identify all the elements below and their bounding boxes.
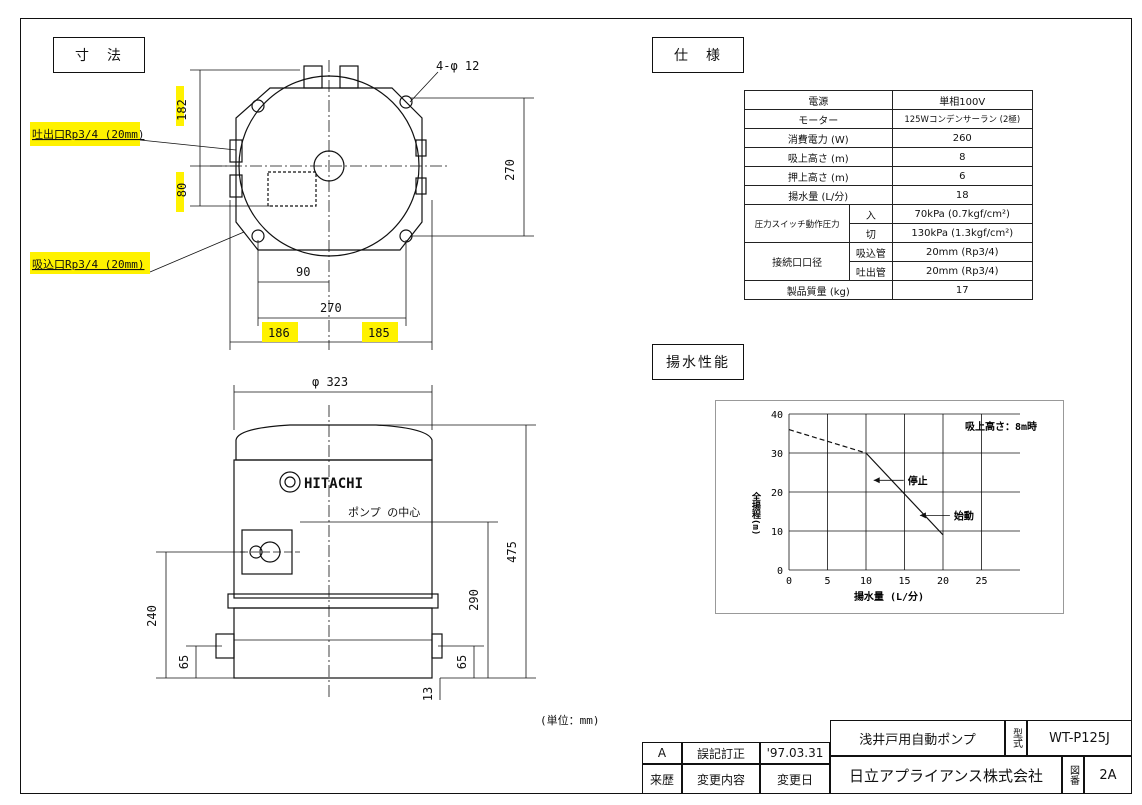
performance-chart: 吸上高さ：8m時 揚水量 (L/分) 全揚程(m) 0 10 20 30 40 0 5 10 1… [750,410,1037,603]
chart-xtick-label: 25 [975,576,987,587]
chart-xtick-label: 10 [860,576,872,587]
drawing-sheet [20,18,1132,794]
performance-label: 揚水性能 [652,344,744,380]
dim-diameter: φ 323 [312,375,348,389]
chart-ytick-label: 40 [771,410,783,421]
company-name: 日立アプライアンス株式会社 [830,756,1062,794]
chart-ytick-label: 20 [771,488,783,499]
hole-note: 4-φ 12 [436,59,479,73]
outlet-label: 吐出口Rp3/4 (20mm) [32,127,144,141]
inlet-label: 吸込口Rp3/4 (20mm) [32,258,144,271]
revision-content: 誤記訂正 [682,742,760,764]
dim-475: 475 [505,541,519,563]
chart-ytick-label: 30 [771,449,783,460]
dim-65-right: 65 [455,655,469,669]
dim-65-left: 65 [177,655,191,669]
performance-chart-frame [715,400,1064,614]
chart-annotation-label: 始動 [954,509,974,522]
chart-xtick-label: 5 [824,576,830,587]
table-row: 押上高さ (m)6 [744,166,1033,186]
drawing-number: 2A [1084,756,1132,794]
dimensions-label: 寸 法 [53,37,145,73]
chart-xtick-label: 0 [786,576,792,587]
chart-title: 吸上高さ：8m時 [965,420,1037,433]
chart-xlabel: 揚水量 (L/分) [854,590,924,603]
dim-90: 90 [296,265,310,279]
dimension-drawing: 4-φ 12 吐出口Rp3/4 (20mm) 吸込口Rp3/4 (20mm) 1… [30,59,600,727]
unit-note: (単位：mm) [540,713,600,727]
chart-xtick-label: 20 [937,576,949,587]
chart-xtick-label: 15 [898,576,910,587]
model-number: WT-P125J [1027,720,1132,756]
change-content-label: 変更内容 [682,764,760,794]
change-date-label: 変更日 [760,764,830,794]
dim-182: 182 [175,99,189,121]
chart-annotation-arrowhead [919,512,926,519]
dim-240: 240 [145,605,159,627]
dim-13: 13 [421,687,435,701]
chart-annotation-label: 停止 [908,474,928,487]
table-row: 製品質量 (kg)17 [744,280,1033,300]
chart-ylabel: 全揚程(m) [750,491,762,535]
product-name: 浅井戸用自動ポンプ [830,720,1005,756]
dim-290: 290 [467,589,481,611]
table-row: 消費電力 (W)260 [744,128,1033,148]
table-row: 吸上高さ (m)8 [744,147,1033,167]
brand-logo: HITACHI [304,476,363,492]
pump-body-outline [233,459,433,599]
chart-series-line [865,452,944,536]
history-label: 来歴 [642,764,682,794]
revision-date: '97.03.31 [760,742,830,764]
chart-annotation-arrowhead [873,477,880,484]
specs-label: 仕 様 [652,37,744,73]
pump-base-outline [233,607,433,679]
table-row: 電源単相100V [744,90,1033,110]
motor-cover-outline [235,424,433,461]
dim-80: 80 [175,183,189,197]
revision-mark: A [642,742,682,764]
dim-186: 186 [268,326,290,340]
drawing-no-label: 図番 [1062,756,1084,794]
pump-center-label: ポンプ の中心 [348,506,420,519]
dim-270-bottom: 270 [320,301,342,315]
model-label: 型式 [1005,720,1027,756]
chart-ytick-label: 0 [777,566,783,577]
chart-series-line [788,429,867,454]
chart-ytick-label: 10 [771,527,783,538]
table-row: 揚水量 (L/分)18 [744,185,1033,205]
dim-270-right: 270 [503,159,517,181]
dim-185: 185 [368,326,390,340]
